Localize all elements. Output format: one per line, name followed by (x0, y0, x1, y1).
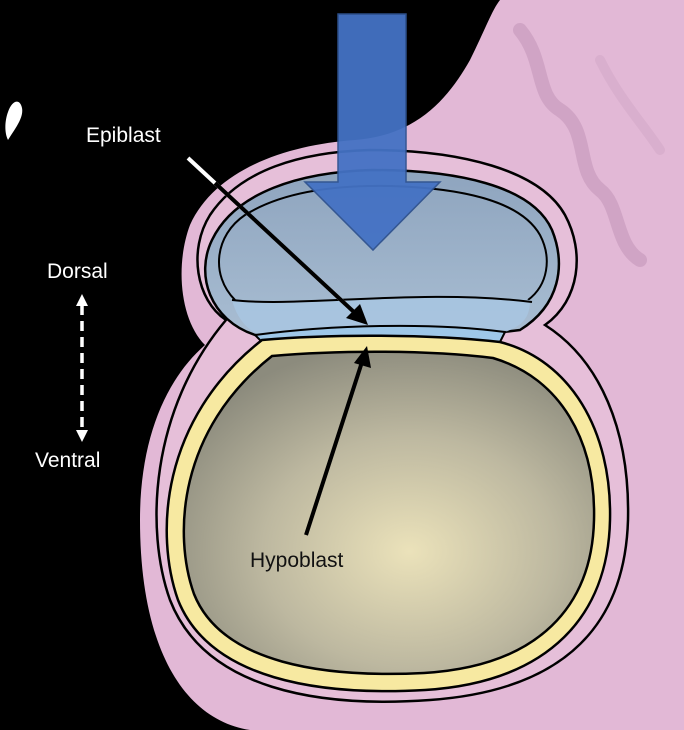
label-dorsal: Dorsal (47, 260, 108, 283)
force-arrow (303, 13, 442, 252)
axis-arrow-down (76, 430, 88, 442)
epiblast-pointer-head (346, 304, 368, 325)
label-ventral: Ventral (35, 449, 100, 472)
epiblast-pointer-line-dark (213, 181, 357, 315)
stalk-fold (513, 23, 647, 267)
yolk-sac (182, 350, 596, 676)
corner-mark (5, 101, 23, 140)
axis-arrow-up (76, 294, 88, 306)
stalk-fold-2 (595, 55, 665, 155)
label-epiblast: Epiblast (86, 124, 161, 147)
hypoblast-pointer-head (354, 346, 371, 368)
hypoblast-pointer-line (304, 361, 364, 536)
epiblast-line (231, 295, 533, 303)
label-hypoblast: Hypoblast (250, 549, 344, 572)
